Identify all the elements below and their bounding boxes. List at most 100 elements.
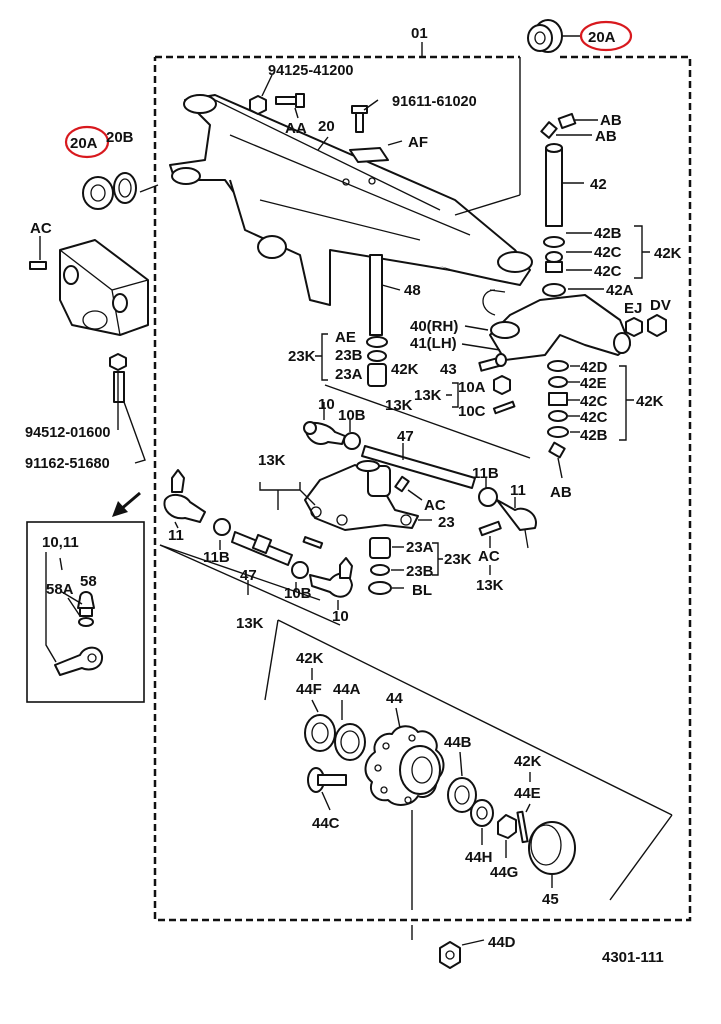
label-13K-upper: 13K [385, 397, 413, 414]
washer-44H [470, 799, 494, 845]
label-42K-upper: 42K [654, 245, 682, 262]
bolt-43 [478, 353, 507, 372]
washer-bolt-94512-91162 [109, 353, 146, 464]
tie-rod-upper [303, 402, 537, 549]
tie-rod-guide-lower [159, 544, 341, 626]
bearing-44A [334, 723, 366, 761]
label-42C-lower-2: 42C [580, 409, 608, 426]
label-23A-lower: 23A [406, 539, 434, 556]
label-11B-upper: 11B [472, 465, 499, 482]
bushing-20A-20B-left [82, 172, 137, 210]
partno-91162-51680: 91162-51680 [25, 456, 110, 472]
steering-knuckle [482, 289, 631, 361]
label-20A-left: 20A [70, 135, 98, 152]
label-23K-lower: 23K [444, 551, 472, 568]
label-AB-1: AB [600, 112, 622, 129]
label-AE: AE [335, 329, 356, 346]
seal-44F [304, 714, 336, 752]
label-10C: 10C [458, 403, 486, 420]
label-43: 43 [440, 361, 457, 378]
bolt-AC-middle [394, 475, 423, 501]
inset-tie-rod-end [26, 521, 145, 703]
tie-rod-guide-upper [324, 384, 531, 459]
label-11B-lower: 11B [203, 549, 230, 566]
label-44E: 44E [514, 785, 541, 802]
label-11-upper: 11 [510, 482, 526, 499]
tie-rod-lower [163, 469, 353, 610]
label-42A: 42A [606, 282, 634, 299]
label-44G: 44G [490, 864, 518, 881]
label-42K-lower: 42K [636, 393, 664, 410]
label-44B: 44B [444, 734, 472, 751]
label-42C-upper-2: 42C [594, 263, 622, 280]
partno-94125-41200: 94125-41200 [268, 63, 353, 79]
label-01: 01 [411, 25, 428, 42]
label-10B-lower: 10B [284, 585, 312, 602]
partno-91611-61020: 91611-61020 [392, 94, 477, 110]
label-47-lower: 47 [240, 567, 257, 584]
label-45: 45 [542, 891, 559, 908]
label-DV: DV [650, 297, 671, 314]
label-13K-lower-top: 13K [258, 452, 286, 469]
label-10-upper: 10 [318, 396, 335, 413]
label-44: 44 [386, 690, 403, 707]
bushing-kit-23K-lower [368, 537, 443, 595]
label-BL: BL [412, 582, 432, 599]
label-23B-upper: 23B [335, 347, 363, 364]
label-42B-upper: 42B [594, 225, 622, 242]
arrow-down-left-icon [112, 491, 141, 517]
label-42C-upper-1: 42C [594, 244, 622, 261]
bushing-kit-23K-upper [315, 333, 388, 387]
partno-94512-01600: 94512-01600 [25, 425, 110, 441]
cotter-pin-44E [516, 803, 531, 844]
label-20: 20 [318, 118, 335, 135]
assembly-frame [153, 42, 692, 922]
bushing-20A-top [527, 19, 580, 53]
kingpin-kit-upper [542, 225, 650, 297]
label-44H: 44H [465, 849, 493, 866]
label-20B: 20B [106, 129, 134, 146]
label-47-upper: 47 [397, 428, 414, 445]
label-44F: 44F [296, 681, 322, 698]
bolt-AC-right [478, 520, 502, 575]
label-23K-upper: 23K [288, 348, 316, 365]
nut-44D [439, 939, 485, 969]
label-23A-upper: 23A [335, 366, 363, 383]
label-58: 58 [80, 573, 97, 590]
label-AB-2: AB [595, 128, 617, 145]
label-AF: AF [408, 134, 428, 151]
label-41LH: 41(LH) [410, 335, 457, 352]
bolt-91611 [351, 99, 379, 133]
nut-44G [497, 814, 517, 858]
label-42K-44E: 42K [514, 753, 542, 770]
nut-10A-pin-10C [446, 375, 516, 415]
label-10B-upper: 10B [338, 407, 366, 424]
label-42: 42 [590, 176, 607, 193]
label-13K-lower: 13K [236, 615, 264, 632]
label-13K-10A: 13K [414, 387, 442, 404]
label-42C-lower-1: 42C [580, 393, 608, 410]
label-EJ: EJ [624, 300, 642, 317]
lower-arm-23 [304, 460, 432, 531]
label-42B-lower: 42B [580, 427, 608, 444]
label-AB-lower: AB [550, 484, 572, 501]
label-13K-right: 13K [476, 577, 504, 594]
nut-EJ-DV [625, 314, 667, 337]
label-23B-lower: 23B [406, 563, 434, 580]
label-10-lower: 10 [332, 608, 349, 625]
label-AC-left: AC [30, 220, 52, 237]
bearing-44B [447, 751, 477, 813]
label-42K-43: 42K [391, 361, 419, 378]
label-AC-middle: AC [424, 497, 446, 514]
label-23: 23 [438, 514, 455, 531]
label-44A: 44A [333, 681, 361, 698]
grease-cap-45 [528, 821, 576, 888]
label-40RH: 40(RH) [410, 318, 458, 335]
label-20A-top: 20A [588, 29, 616, 46]
diagram-code: 4301-111 [602, 949, 664, 966]
nut-94125 [249, 74, 273, 115]
label-10A: 10A [458, 379, 486, 396]
bracket-AF [349, 140, 403, 163]
label-42K-hub: 42K [296, 650, 324, 667]
